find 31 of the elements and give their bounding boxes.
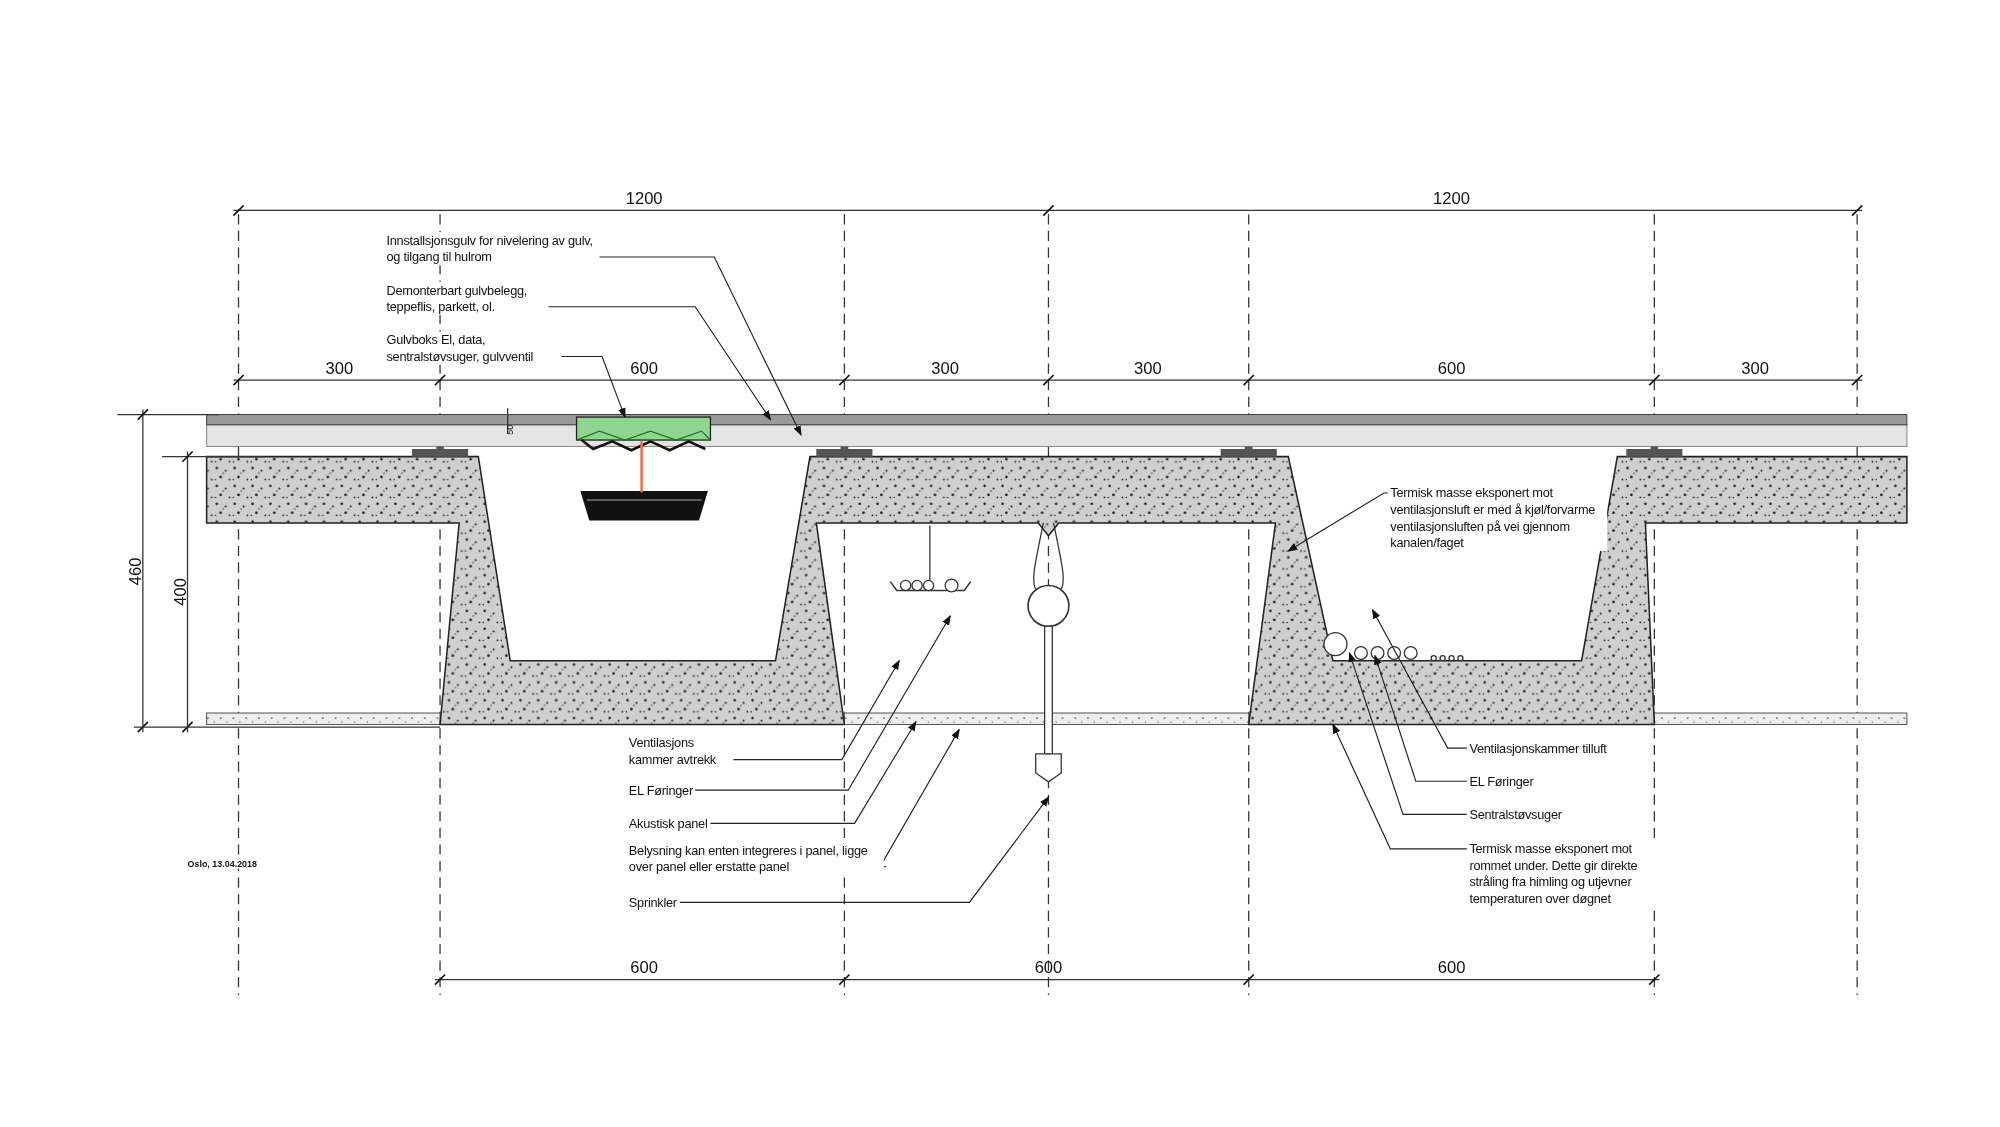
dimension-label: 400 — [170, 578, 190, 606]
dimension-label: 300 — [1741, 358, 1769, 378]
light-fixture-drawing — [580, 491, 708, 521]
leader-line — [1332, 723, 1468, 850]
leader-line — [679, 796, 1050, 903]
dimension-label: 300 — [931, 358, 959, 378]
floor-box-drawing — [575, 416, 712, 452]
dimension-label: 600 — [1437, 957, 1466, 978]
leader-line — [732, 659, 900, 761]
dimension-label: 1200 — [625, 188, 663, 208]
leader-line — [598, 256, 802, 437]
dimension-label: 460 — [125, 557, 145, 586]
leader-line — [1371, 608, 1468, 749]
leader-line — [694, 614, 951, 791]
leader-line — [547, 306, 772, 421]
dimension-label: 300 — [1134, 358, 1162, 378]
cable-wire — [640, 440, 643, 493]
leader-line — [1374, 654, 1468, 782]
dimension-label: 600 — [1034, 957, 1063, 978]
dimension-label: 1200 — [1433, 188, 1470, 208]
leader-line — [1287, 492, 1389, 552]
dimension-label: 600 — [1437, 358, 1466, 378]
annotation-text: Belysning kan enten integreres i panel, ligge over panel eller erstatte panel — [628, 841, 884, 875]
date-text: Oslo, 13.04.2018 — [187, 859, 257, 869]
dimension-label: 600 — [630, 957, 658, 978]
leader-line — [1348, 651, 1468, 815]
leader-line — [709, 720, 917, 824]
dimension-label: 300 — [325, 358, 354, 378]
leader-line — [560, 355, 626, 419]
dimension-label: 50 — [505, 424, 515, 435]
dimension-label: 600 — [630, 358, 658, 378]
